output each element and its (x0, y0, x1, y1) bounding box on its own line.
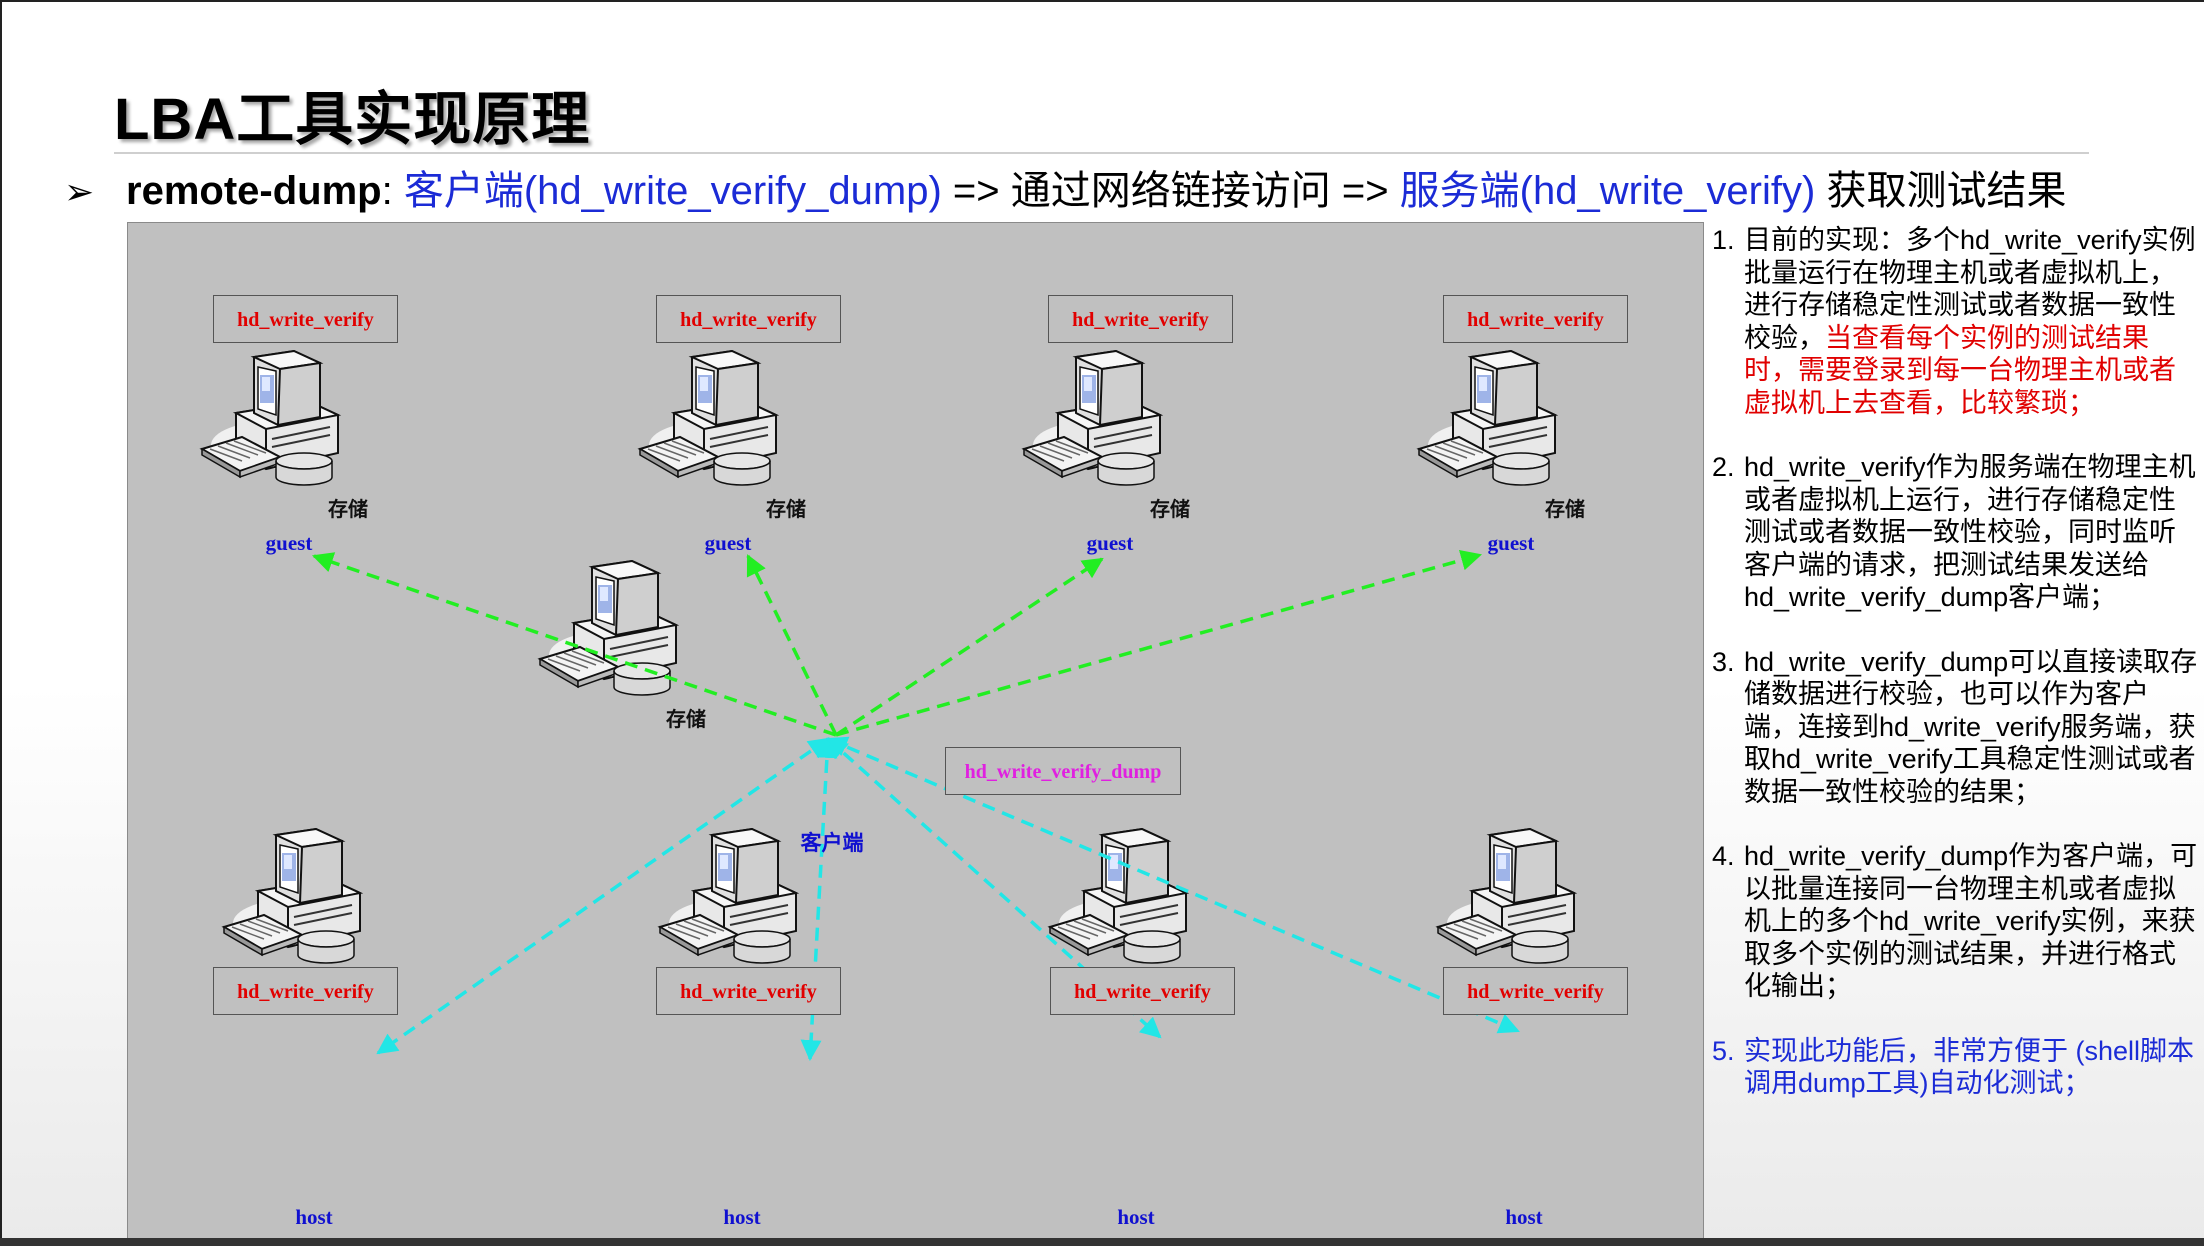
headline-arrow-text: => 通过网络链接访问 => (941, 169, 1400, 213)
note-text: 实现此功能后，非常方便于 (shell脚本调用dump工具)自动化测试； (1744, 1035, 2195, 1099)
note-item: 2. hd_write_verify作为服务端在物理主机或者虚拟机上运行，进行存… (1712, 451, 2202, 614)
note-number: 1. (1712, 225, 1735, 255)
cyan-arrow (800, 736, 838, 1062)
note-number: 5. (1712, 1035, 1735, 1066)
guest-computer-icon (1418, 350, 1556, 486)
storage-label: 存储 (328, 497, 368, 521)
green-arrow (835, 557, 1104, 737)
headline-result: 获取测试结果 (1815, 169, 2067, 213)
note-item: 3. hd_write_verify_dump可以直接读取存储数据进行校验，也可… (1712, 646, 2202, 809)
server-label: hd_write_verify (1443, 967, 1628, 1015)
note-highlight: 当查看每个实例的测试结果时，需要登录到每一台物理主机或者虚拟机上去查看，比较繁琐… (1744, 322, 2176, 418)
host-label: host (1505, 1205, 1543, 1229)
headline-term: remote-dump (126, 169, 382, 213)
guest-computer-icon (1023, 350, 1161, 486)
note-text: hd_write_verify_dump作为客户端，可以批量连接同一台物理主机或… (1744, 841, 2198, 1001)
note-item: 1. 目前的实现：多个hd_write_verify实例批量运行在物理主机或者虚… (1712, 224, 2202, 419)
headline: ➢remote-dump: 客户端(hd_write_verify_dump) … (64, 158, 2066, 216)
diagram-canvas: 存储 存储 存储 存储 存储 存储 存储 存储 存储 (201, 350, 1604, 1062)
headline-colon: : (381, 169, 393, 213)
client-label: hd_write_verify_dump (945, 747, 1181, 795)
server-label: hd_write_verify (656, 967, 841, 1015)
note-item: 4. hd_write_verify_dump作为客户端，可以批量连接同一台物理… (1712, 840, 2202, 1003)
storage-label: 存储 (666, 707, 706, 731)
note-number: 3. (1712, 646, 1735, 677)
headline-server: 服务端(hd_write_verify) (1399, 169, 1816, 213)
host-label: host (295, 1205, 333, 1229)
network-diagram: 存储 存储 存储 存储 存储 存储 存储 存储 存储 (127, 222, 1704, 1240)
note-text: 目前的实现：多个hd_write_verify实例批量运行在物理主机或者虚拟机上… (1744, 225, 2196, 353)
storage-label: 存储 (766, 497, 806, 521)
host-computer-icon (223, 828, 361, 964)
server-label: hd_write_verify (1050, 967, 1235, 1015)
slide-title: LBA工具实现原理 (114, 87, 591, 152)
guest-label: guest (704, 531, 752, 555)
green-arrow (746, 554, 838, 736)
storage-label: 存储 (1150, 497, 1190, 521)
note-text: hd_write_verify作为服务端在物理主机或者虚拟机上运行，进行存储稳定… (1744, 452, 2196, 612)
title-divider (114, 152, 2089, 154)
client-role-label: 客户端 (800, 831, 864, 855)
storage-label: 存储 (1545, 497, 1585, 521)
note-number: 2. (1712, 452, 1735, 482)
server-label: hd_write_verify (213, 295, 398, 343)
guest-label: guest (1086, 531, 1134, 555)
bullet-arrow-icon: ➢ (64, 171, 95, 212)
guest-computer-icon (639, 350, 777, 486)
green-arrow (835, 549, 1483, 737)
guest-computer-icon (201, 350, 339, 486)
guest-label: guest (265, 531, 313, 555)
notes-list: 1. 目前的实现：多个hd_write_verify实例批量运行在物理主机或者虚… (1712, 224, 2202, 1132)
server-label: hd_write_verify (1443, 295, 1628, 343)
host-label: host (723, 1205, 761, 1229)
bottom-bar (0, 1238, 2204, 1246)
note-item: 5. 实现此功能后，非常方便于 (shell脚本调用dump工具)自动化测试； (1712, 1035, 2202, 1100)
host-computer-icon (1437, 828, 1575, 964)
green-arrow (312, 552, 837, 737)
cyan-arrow (376, 737, 830, 1055)
host-computer-icon (1049, 828, 1187, 964)
host-label: host (1117, 1205, 1155, 1229)
guest-label: guest (1487, 531, 1535, 555)
server-label: hd_write_verify (1048, 295, 1233, 343)
server-label: hd_write_verify (656, 295, 841, 343)
headline-client: 客户端(hd_write_verify_dump) (403, 169, 942, 213)
server-label: hd_write_verify (213, 967, 398, 1015)
note-number: 4. (1712, 841, 1735, 871)
note-text: hd_write_verify_dump可以直接读取存储数据进行校验，也可以作为… (1744, 646, 2198, 807)
